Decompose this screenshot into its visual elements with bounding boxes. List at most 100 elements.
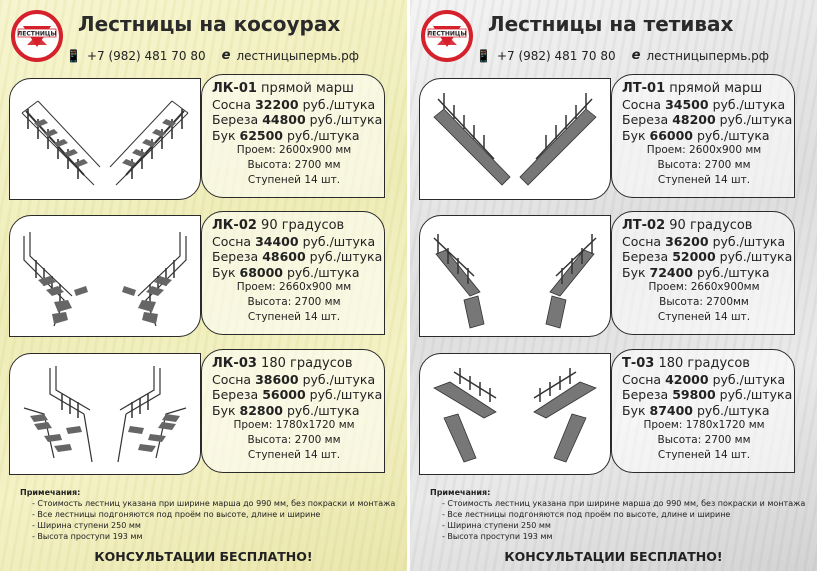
u-shaped-bowstring-stair-illustration-icon	[433, 368, 597, 463]
note-item: - Стоимость лестниц указана при ширине м…	[32, 499, 396, 508]
stair-info-box: ЛТ-02 90 градусов Сосна 36200 руб./штука…	[611, 211, 795, 335]
price-row: Сосна 34500 руб./штука	[622, 97, 794, 113]
wood-name: Бук	[622, 264, 646, 280]
stair-card-lk03: ЛК-03 180 градусов Сосна 38600 руб./штук…	[9, 349, 389, 477]
price-unit: руб./штука	[302, 371, 376, 387]
spec-height: Высота: 2700 мм	[247, 159, 341, 171]
phone-icon: 📱	[476, 48, 491, 63]
free-consultation-banner: КОНСУЛЬТАЦИИ БЕСПЛАТНО!	[94, 549, 313, 564]
price-unit: руб./штука	[287, 264, 360, 280]
model-title: ЛТ-01 прямой марш	[622, 81, 794, 97]
wood-name: Береза	[622, 112, 669, 127]
spec-steps: Ступеней 14 шт.	[247, 449, 341, 461]
spec-opening: Проем: 2600x900 мм	[646, 144, 762, 156]
stair-image-frame	[9, 353, 201, 475]
model-code: ЛТ-02	[622, 218, 666, 233]
straight-stair-illustration-icon	[21, 100, 189, 186]
price-value: 62500	[239, 127, 284, 143]
spec-steps: Ступеней 14 шт.	[657, 174, 751, 186]
price-unit: руб./штука	[697, 264, 770, 280]
website-link[interactable]: лестницыпермь.рф	[236, 48, 360, 63]
wood-name: Сосна	[212, 371, 252, 387]
wood-name: Береза	[622, 249, 669, 264]
model-name: 90 градусов	[256, 218, 345, 233]
stair-card-lk02: ЛК-02 90 градусов Сосна 34400 руб./штука…	[9, 211, 389, 339]
price-unit: руб./штука	[712, 371, 786, 387]
model-title: Т-03 180 градусов	[622, 356, 794, 372]
price-row: Сосна 36200 руб./штука	[622, 234, 794, 250]
price-unit: руб./штука	[309, 387, 383, 402]
contacts-row: 📱 +7 (982) 481 70 80 e лестницыпермь.рф	[66, 48, 359, 63]
wood-name: Сосна	[212, 233, 252, 249]
price-row: Береза 48200 руб./штука	[622, 112, 794, 128]
stair-card-lk01: ЛК-01 прямой марш Сосна 32200 руб./штука…	[9, 74, 389, 202]
company-logo-icon: ЛЕСТНИЦЫ	[11, 10, 63, 62]
price-row: Сосна 34400 руб./штука	[212, 234, 384, 250]
price-row: Береза 44800 руб./штука	[212, 112, 384, 128]
model-code: ЛК-02	[212, 218, 257, 233]
price-value: 48200	[672, 112, 716, 127]
note-item: - Все лестницы подгоняются под проём по …	[32, 510, 321, 519]
price-value: 44800	[262, 112, 306, 127]
contacts-row: 📱 +7 (982) 481 70 80 e лестницыпермь.рф	[476, 48, 769, 63]
stair-image-frame	[419, 215, 611, 337]
free-consultation-banner: КОНСУЛЬТАЦИИ БЕСПЛАТНО!	[504, 549, 723, 564]
price-value: 72400	[649, 264, 694, 280]
price-value: 42000	[665, 371, 709, 387]
phone-number[interactable]: +7 (982) 481 70 80	[86, 48, 206, 63]
price-unit: руб./штука	[309, 249, 383, 264]
price-row: Бук 72400 руб./штука	[622, 265, 794, 281]
spec-steps: Ступеней 14 шт.	[657, 311, 751, 323]
wood-name: Сосна	[622, 233, 662, 249]
model-title: ЛК-01 прямой марш	[212, 81, 384, 97]
wood-name: Бук	[212, 402, 236, 418]
price-unit: руб./штука	[302, 96, 376, 112]
note-item: - Высота проступи 193 мм	[32, 532, 143, 541]
price-value: 48600	[262, 249, 306, 264]
notes-heading: Примечания:	[430, 488, 491, 497]
phone-number[interactable]: +7 (982) 481 70 80	[496, 48, 616, 63]
model-title: ЛТ-02 90 градусов	[622, 218, 794, 234]
stair-image-frame	[9, 78, 201, 200]
page-title: Лестницы на косоурах	[78, 12, 341, 36]
price-value: 66000	[649, 127, 694, 143]
price-unit: руб./штука	[697, 127, 770, 143]
stair-card-lt02: ЛТ-02 90 градусов Сосна 36200 руб./штука…	[419, 211, 799, 339]
model-code: ЛТ-01	[622, 81, 666, 96]
price-unit: руб./штука	[697, 402, 770, 418]
wood-name: Береза	[212, 387, 259, 402]
u-shaped-stair-illustration-icon	[23, 366, 187, 463]
price-value: 36200	[665, 233, 709, 249]
model-name: 90 градусов	[665, 218, 753, 233]
page-title: Лестницы на тетивах	[488, 12, 734, 36]
price-row: Береза 48600 руб./штука	[212, 249, 384, 265]
price-row: Бук 62500 руб./штука	[212, 128, 384, 144]
price-row: Сосна 42000 руб./штука	[622, 372, 794, 388]
company-logo-icon: ЛЕСТНИЦЫ	[421, 10, 473, 62]
stair-image-frame	[419, 353, 611, 475]
stair-info-box: ЛК-02 90 градусов Сосна 34400 руб./штука…	[201, 211, 385, 335]
model-code: ЛК-03	[212, 356, 257, 371]
stair-info-box: ЛК-01 прямой марш Сосна 32200 руб./штука…	[201, 74, 385, 198]
spec-opening: Проем: 1780x1720 мм	[233, 419, 355, 431]
price-unit: руб./штука	[287, 402, 360, 418]
wood-name: Бук	[622, 402, 646, 418]
price-row: Береза 59800 руб./штука	[622, 387, 794, 403]
wood-name: Бук	[212, 264, 236, 280]
price-value: 52000	[672, 249, 716, 264]
stair-card-lt03: Т-03 180 градусов Сосна 42000 руб./штука…	[419, 349, 799, 477]
model-name: 180 градусов	[256, 356, 353, 371]
website-link[interactable]: лестницыпермь.рф	[646, 48, 770, 63]
price-unit: руб./штука	[712, 96, 786, 112]
price-value: 34500	[665, 96, 709, 112]
price-value: 68000	[239, 264, 284, 280]
notes-heading: Примечания:	[20, 488, 81, 497]
model-title: ЛК-02 90 градусов	[212, 218, 384, 234]
flyer-stringers: ЛЕСТНИЦЫ Лестницы на косоурах 📱 +7 (982)…	[0, 0, 407, 571]
price-unit: руб./штука	[719, 112, 793, 127]
l-shaped-bowstring-stair-illustration-icon	[433, 234, 597, 329]
straight-bowstring-stair-illustration-icon	[433, 93, 597, 186]
price-unit: руб./штука	[287, 127, 360, 143]
spec-opening: Проем: 2660x900 мм	[236, 281, 352, 293]
note-item: - Ширина ступени 250 мм	[32, 521, 141, 530]
